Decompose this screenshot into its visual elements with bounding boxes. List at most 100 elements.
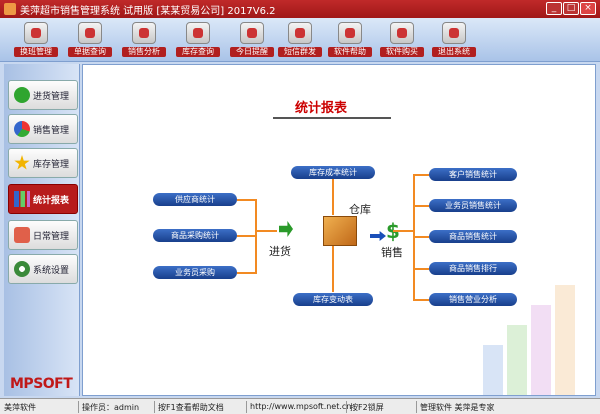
- title-underline: [273, 117, 391, 119]
- connector: [332, 246, 334, 292]
- toolbar-button-shift[interactable]: 换班管理: [14, 22, 58, 58]
- decorative-bar: [507, 325, 527, 395]
- toolbar-button-sales-analysis[interactable]: 销售分析: [122, 22, 166, 58]
- sms-icon: [288, 22, 312, 44]
- maximize-button[interactable]: □: [563, 2, 579, 15]
- gear-icon: [14, 261, 30, 277]
- product-purchase-stats-button[interactable]: 商品采购统计: [153, 229, 237, 242]
- toolbar-button-sms[interactable]: 短信群发: [278, 22, 322, 58]
- staff-sales-stats-button[interactable]: 业务员销售统计: [429, 199, 517, 212]
- sidebar-item-inventory[interactable]: 库存管理: [8, 148, 78, 178]
- product-sales-stats-button[interactable]: 商品销售统计: [429, 230, 517, 243]
- divider: [346, 401, 347, 413]
- connector: [413, 299, 429, 301]
- bar-chart-icon: [14, 191, 30, 207]
- decorative-bar: [483, 345, 503, 395]
- sidebar-item-label: 进货管理: [33, 92, 70, 102]
- toolbar-label: 今日提醒: [230, 47, 274, 57]
- decorative-bar: [531, 305, 551, 395]
- toolbar-label: 退出系统: [432, 47, 476, 57]
- decorative-bar: [555, 285, 575, 395]
- warehouse-caption: 仓库: [349, 203, 371, 216]
- sidebar-item-label: 库存管理: [33, 160, 70, 170]
- connector: [413, 174, 429, 176]
- sidebar-item-label: 系统设置: [33, 266, 70, 276]
- title-bar: 美萍超市销售管理系统 试用版 [某某贸易公司] 2017V6.2 _ □ ×: [0, 0, 600, 18]
- dollar-icon: $: [386, 219, 400, 243]
- connector: [413, 268, 429, 270]
- sidebar-item-label: 销售管理: [33, 126, 70, 136]
- calendar-icon: [240, 22, 264, 44]
- warehouse-box-icon: [323, 216, 357, 246]
- arrow-right-icon: [370, 231, 386, 241]
- status-help: 按F1查看帮助文档: [158, 403, 224, 412]
- purchase-icon: [390, 22, 414, 44]
- toolbar-button-inventory[interactable]: 库存查询: [176, 22, 220, 58]
- supplier-stats-button[interactable]: 供应商统计: [153, 193, 237, 206]
- minimize-button[interactable]: _: [546, 2, 562, 15]
- inventory-icon: [186, 22, 210, 44]
- connector: [255, 199, 257, 274]
- toolbar-label: 换班管理: [14, 47, 58, 57]
- sidebar-item-reports[interactable]: 统计报表: [8, 184, 78, 214]
- sidebar-item-label: 统计报表: [33, 196, 70, 206]
- customer-sales-stats-button[interactable]: 客户销售统计: [429, 168, 517, 181]
- page-title: 统计报表: [295, 101, 348, 116]
- purchase-caption: 进货: [269, 245, 291, 258]
- divider: [416, 401, 417, 413]
- toolbar-label: 软件帮助: [328, 47, 372, 57]
- chart-icon: [132, 22, 156, 44]
- shift-icon: [24, 22, 48, 44]
- divider: [78, 401, 79, 413]
- status-operator: 操作员：admin: [82, 403, 140, 412]
- toolbar-button-help[interactable]: 软件帮助: [328, 22, 372, 58]
- toolbar-button-receipts[interactable]: 单据查询: [68, 22, 112, 58]
- connector: [237, 199, 257, 201]
- mpsoft-logo: MPSOFT: [10, 376, 73, 392]
- divider: [246, 401, 247, 413]
- window-title: 美萍超市销售管理系统 试用版 [某某贸易公司] 2017V6.2: [20, 6, 276, 17]
- close-button[interactable]: ×: [580, 2, 596, 15]
- sidebar-item-daily[interactable]: 日常管理: [8, 220, 78, 250]
- toolbar-label: 单据查询: [68, 47, 112, 57]
- main-toolbar: 换班管理 单据查询 销售分析 库存查询 今日提醒 短信群发 软件帮助 软件购买 …: [0, 18, 600, 62]
- connector: [237, 235, 257, 237]
- app-icon: [4, 3, 16, 15]
- toolbar-button-reminder[interactable]: 今日提醒: [230, 22, 274, 58]
- sidebar-item-sales[interactable]: 销售管理: [8, 114, 78, 144]
- connector: [332, 179, 334, 215]
- plus-icon: [14, 87, 30, 103]
- sidebar-item-purchasing[interactable]: 进货管理: [8, 80, 78, 110]
- exit-icon: [442, 22, 466, 44]
- inventory-change-button[interactable]: 库存变动表: [293, 293, 373, 306]
- toolbar-label: 软件购买: [380, 47, 424, 57]
- product-sales-ranking-button[interactable]: 商品销售排行: [429, 262, 517, 275]
- staff-purchase-button[interactable]: 业务员采购: [153, 266, 237, 279]
- help-icon: [338, 22, 362, 44]
- connector: [257, 230, 277, 232]
- toolbar-button-purchase[interactable]: 软件购买: [380, 22, 424, 58]
- connector: [413, 205, 429, 207]
- status-bar: 美萍软件 操作员：admin 按F1查看帮助文档 http://www.mpso…: [0, 398, 600, 414]
- toolbar-label: 库存查询: [176, 47, 220, 57]
- star-icon: [14, 155, 30, 170]
- sidebar-item-label: 日常管理: [33, 232, 70, 242]
- status-lock: 按F2锁屏: [350, 403, 384, 412]
- connector: [413, 236, 429, 238]
- status-company: 美萍软件: [4, 403, 36, 412]
- toolbar-label: 短信群发: [278, 47, 322, 57]
- handshake-icon: [14, 227, 30, 243]
- status-slogan: 管理软件 美萍是专家: [420, 403, 495, 412]
- sales-caption: 销售: [381, 246, 403, 259]
- inventory-cost-stats-button[interactable]: 库存成本统计: [291, 166, 375, 179]
- sales-revenue-analysis-button[interactable]: 销售营业分析: [429, 293, 517, 306]
- sidebar-item-settings[interactable]: 系统设置: [8, 254, 78, 284]
- divider: [154, 401, 155, 413]
- receipt-icon: [78, 22, 102, 44]
- connector: [393, 230, 415, 232]
- toolbar-button-exit[interactable]: 退出系统: [432, 22, 476, 58]
- toolbar-label: 销售分析: [122, 47, 166, 57]
- arrow-right-icon: [279, 221, 293, 237]
- connector: [237, 272, 257, 274]
- status-url[interactable]: http://www.mpsoft.net.cn: [250, 402, 352, 411]
